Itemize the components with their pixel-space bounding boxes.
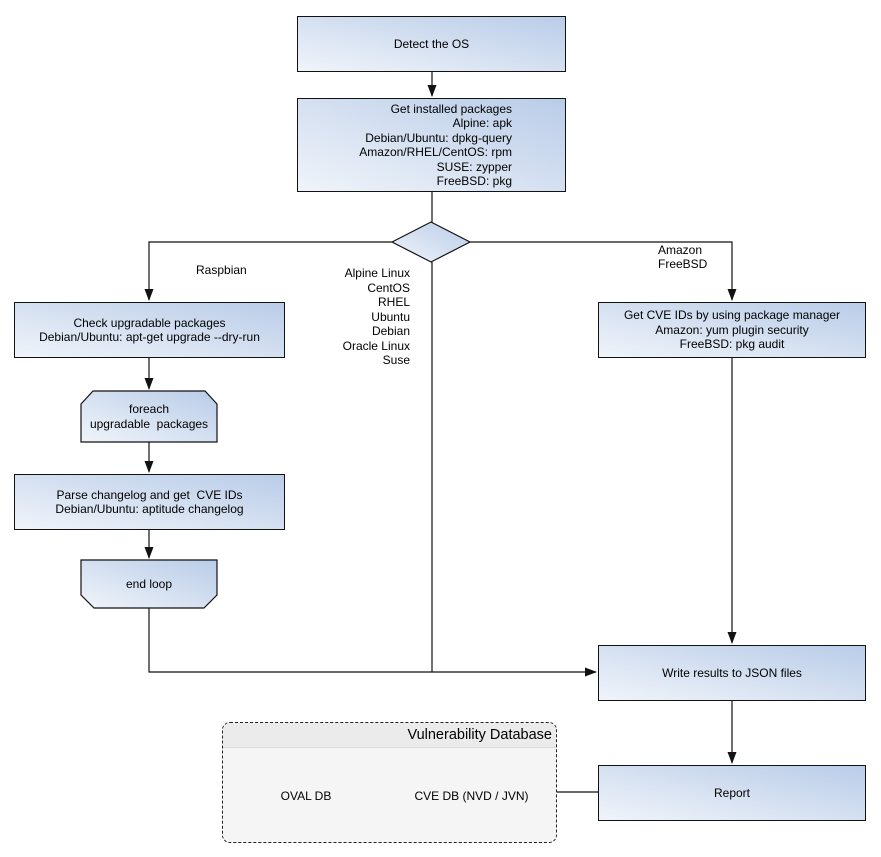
node-parse-changelog-label: Parse changelog and get CVE IDs Debian/U… — [55, 487, 244, 517]
connector-decision-to-get-cve — [470, 241, 737, 301]
end-loop-shape — [80, 559, 218, 609]
edge-label-os-list: Alpine Linux CentOS RHEL Ubuntu Debian O… — [342, 266, 410, 367]
edge-label-amazon-freebsd: Amazon FreeBSD — [658, 243, 708, 271]
node-report-label: Report — [713, 785, 751, 800]
foreach-loop-shape — [80, 390, 218, 443]
node-write-results: Write results to JSON files — [598, 645, 866, 701]
vulnerability-database-title: Vulnerability Database — [223, 723, 556, 748]
node-detect-os-label: Detect the OS — [393, 36, 470, 51]
connector-decision-to-check-upgradable — [144, 241, 392, 301]
node-get-installed-packages: Get installed packages Alpine: apk Debia… — [297, 98, 566, 192]
edge-label-raspbian: Raspbian — [196, 263, 247, 277]
os-decision-diamond — [390, 221, 472, 263]
node-get-cve-ids-label: Get CVE IDs by using package manager Ama… — [623, 308, 841, 352]
node-get-cve-ids: Get CVE IDs by using package manager Ama… — [598, 302, 866, 358]
node-parse-changelog: Parse changelog and get CVE IDs Debian/U… — [14, 474, 285, 530]
node-check-upgradable-packages: Check upgradable packages Debian/Ubuntu:… — [14, 302, 285, 358]
node-detect-os: Detect the OS — [297, 16, 566, 72]
vulnerability-database-panel: Vulnerability Database — [222, 722, 557, 843]
node-report: Report — [598, 765, 866, 821]
node-check-upgradable-packages-label: Check upgradable packages Debian/Ubuntu:… — [39, 315, 260, 345]
node-write-results-label: Write results to JSON files — [662, 665, 802, 680]
connector-endloop-to-write-results — [148, 608, 597, 677]
node-get-installed-packages-label: Get installed packages Alpine: apk Debia… — [359, 101, 512, 189]
